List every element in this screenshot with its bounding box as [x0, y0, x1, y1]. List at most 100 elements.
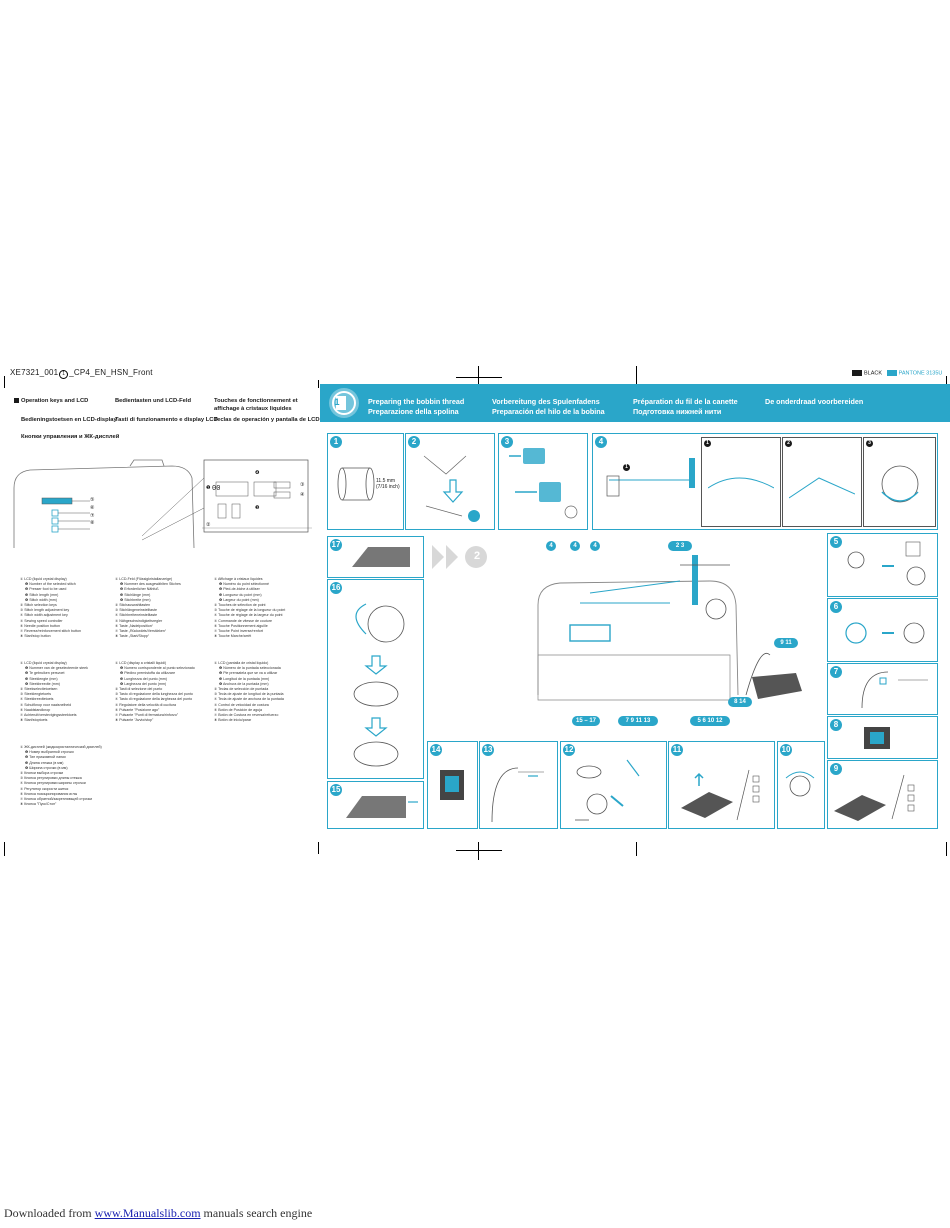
list-item: ❸ Longueur du point (mm): [219, 592, 262, 597]
bobbin-cover-close-icon: [346, 796, 418, 818]
list-item: ❶ Numero corrispondente al punto selezio…: [120, 666, 195, 671]
spool-pin-illustration: [423, 455, 480, 522]
list-item: ❹ Anchura de la puntada (mm): [219, 681, 269, 686]
section-badge: 1: [334, 397, 340, 407]
title-ru: Подготовка нижней нити: [633, 407, 722, 416]
sub-step-badge: 1: [623, 464, 630, 471]
step-panel-8: 8: [827, 716, 938, 759]
machine-callout: 4: [590, 541, 600, 551]
step-panel-14: 14: [427, 741, 478, 829]
list-item: ② Stichauswahltasten: [115, 603, 151, 608]
step-panel-4: 4 1 1 2 3: [592, 433, 938, 530]
sub-panel-1: 1: [701, 437, 781, 527]
callout-column: ⑤ ⑥ ⑦ ⑧: [90, 497, 94, 528]
list-item: ❹ Stichbreite (mm): [120, 597, 151, 602]
list-item: ❷ Te gebruiken persvoet: [25, 671, 65, 676]
list-item: ① LCD (liquid crystal display): [20, 577, 67, 581]
list-item: ③ Touche de réglage de la longueur du po…: [214, 608, 286, 613]
list-item: ③ Steeklengtetoets: [20, 692, 51, 697]
step-number: 13: [482, 744, 494, 756]
callout-4: ④: [300, 492, 305, 498]
thread-guide-illustration: [606, 458, 695, 497]
step-panel-1: 1 11.5 mm (7/16 inch): [327, 433, 404, 530]
list-item: ④ Touche de réglage de la largeur du poi…: [214, 613, 283, 618]
crop-mark: [946, 376, 947, 388]
list-item: ② Кнопки выбора строчки: [20, 771, 64, 776]
machine-callout: 8 14: [728, 697, 752, 707]
list-fr: ① Affichage à cristaux liquides ❶ Numéro…: [214, 577, 285, 639]
step-panel-15: 15: [327, 781, 424, 829]
list-item: ⑥ Pulsante "Posizione ago": [115, 707, 160, 712]
list-item: ❷ Pied-de-biche à utiliser: [219, 587, 260, 592]
list-item: ⑥ Кнопка позиционирования иглы: [20, 791, 78, 796]
step-panel-3: 3: [498, 433, 588, 530]
machine-callout: 2 3: [668, 541, 692, 551]
step-number: 16: [330, 582, 342, 594]
list-item: ① LCD (pantalla de cristal líquido): [214, 661, 269, 665]
list-item: ③ Tasto di regolazione della lunghezza d…: [115, 692, 193, 697]
list-item: ④ Tecla de ajuste de anchura de la punta…: [214, 697, 284, 702]
list-item: ❷ Тип прижимной лапки: [25, 755, 66, 760]
document-code-base: XE7321_001: [10, 368, 59, 377]
list-item: ⑤ Regolatore della velocità di cucitura: [115, 702, 176, 707]
lcd-digits: 00: [212, 485, 221, 493]
list-item: ❶ Nummer van de geselecteerde steek: [25, 666, 88, 671]
list-item: ④ Tasto di regolazione della larghezza d…: [115, 697, 193, 702]
color-legend: BLACK PANTONE 3135U: [852, 370, 942, 376]
thread-path-icon: [708, 477, 774, 489]
list-item: ⑥ Touche Positionnement aiguille: [214, 623, 268, 628]
list-en: ① LCD (liquid crystal display) ❶ Number …: [20, 577, 81, 639]
bobbin-cover-icon: [352, 547, 410, 567]
heading-fr: Touches de fonctionnement et affichage à…: [214, 398, 298, 412]
sub-step-badge: 3: [866, 440, 873, 447]
step-panel-12: 12: [560, 741, 667, 829]
list-item: ⑦ Achteruit/verstevigingssteektoets: [20, 713, 77, 718]
manualslib-link[interactable]: www.Manualslib.com: [94, 1206, 201, 1220]
bobbin-on-spool-illustration: [509, 448, 578, 519]
list-item: ❸ Длина стежка (в мм): [25, 760, 64, 765]
crop-mark: [636, 842, 637, 856]
bobbin-icon: [337, 467, 375, 501]
document-code-circle: 1: [59, 370, 69, 379]
crop-mark: [636, 366, 637, 388]
bobbin-dim-inch: (7/16 inch): [376, 484, 400, 490]
download-footer: Downloaded from www.Manualslib.com manua…: [4, 1206, 312, 1221]
list-item: ❸ Stitch length (mm): [25, 592, 59, 597]
list-item: ⑧ Start/stop button: [20, 634, 51, 639]
list-item: ❶ Numéro du point sélectionné: [219, 582, 269, 587]
list-item: ① LCD (display a cristalli liquidi): [115, 661, 167, 665]
list-item: ⑤ Control de velocidad de costura: [214, 702, 269, 707]
pantone-swatch-icon: [886, 370, 897, 376]
list-item: ❶ Número de la puntada seleccionada: [219, 666, 281, 671]
registration-mark: [456, 377, 502, 378]
list-item: ⑦ Reverse/reinforcement stitch button: [20, 629, 81, 634]
bobbin-section-icon: [329, 388, 359, 418]
list-it: ① LCD (display a cristalli liquidi) ❶ Nu…: [115, 661, 195, 723]
machine-callout: 4: [546, 541, 556, 551]
list-item: ⑤ Nähgeschwindigkeitsregler: [115, 618, 163, 623]
heading-nl: Bedieningstoetsen en LCD-display: [21, 417, 117, 423]
crop-mark: [4, 376, 5, 388]
machine-front-illustration: [13, 459, 312, 549]
list-item: ⑥ Needle position button: [20, 623, 60, 628]
crop-mark: [4, 842, 5, 856]
machine-callout: 7 9 11 13: [618, 716, 658, 726]
list-item: ⑤ Schuifknop voor naaisnelheid: [20, 702, 72, 707]
crop-mark: [318, 380, 319, 388]
list-item: ❶ Number of the selected stitch: [25, 582, 76, 587]
bobbin-winder-shaft-icon: [847, 541, 926, 586]
list-item: ⑥ Naaldstandknop: [20, 707, 51, 712]
power-switch-icon: [440, 770, 464, 800]
speed-slider-icon: [861, 671, 928, 709]
title-it: Preparazione della spolina: [368, 407, 459, 416]
section-header: 1 Preparing the bobbin thread Preparazio…: [320, 384, 950, 422]
footer-suffix: manuals search engine: [203, 1206, 313, 1220]
heading-es: Teclas de operación y pantalla de LCD: [214, 417, 320, 423]
list-item: ③ Кнопка регулировки длины стежка: [20, 776, 82, 781]
list-item: ④ Stichbreiteneinstelltaste: [115, 613, 158, 618]
step-number: 14: [430, 744, 442, 756]
list-item: ⑤ Commande de vitesse de couture: [214, 618, 272, 623]
sub-step-badge: 2: [785, 440, 792, 447]
list-item: ⑧ Start/stoptoets: [20, 718, 48, 723]
step-panel-11: 11: [668, 741, 775, 829]
